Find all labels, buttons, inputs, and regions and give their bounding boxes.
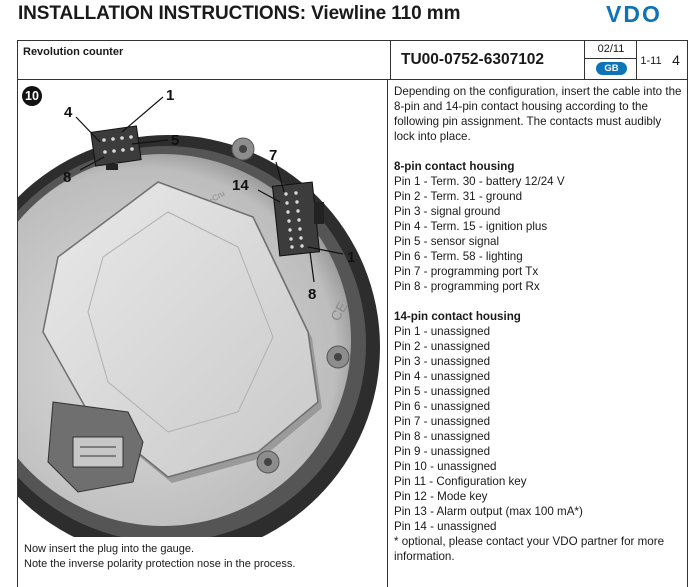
pin-item: Pin 11 - Configuration key: [394, 475, 527, 488]
pin-item: Pin 2 - unassigned: [394, 340, 491, 353]
socket-8-pin: [90, 125, 142, 170]
doc-number: TU00-0752-6307102: [401, 51, 545, 68]
pin-item: Pin 10 - unassigned: [394, 460, 497, 473]
callout-14pin-14: 14: [232, 177, 249, 194]
revision-date: 02/11: [597, 43, 625, 55]
date-divider: [585, 58, 637, 59]
pin-item: Pin 6 - unassigned: [394, 400, 491, 413]
caption-line-1: Now insert the plug into the gauge.: [24, 543, 195, 555]
pin-item: Pin 7 - unassigned: [394, 415, 491, 428]
vdo-logo: VDO: [606, 1, 662, 27]
product-name-cell: Revolution counter: [18, 41, 391, 79]
pin-item: Pin 5 - unassigned: [394, 385, 491, 398]
pin-item: Pin 4 - Term. 15 - ignition plus: [394, 220, 548, 233]
pin-item: Pin 13 - Alarm output (max 100 mA*): [394, 505, 583, 518]
gauge-rear-illustration: 1 4 5 8 7 14 1 8 +Cru CE: [18, 87, 380, 537]
callout-8pin-4: 4: [64, 104, 73, 121]
page-number-cell: 4: [665, 41, 687, 79]
socket-14-pin: [271, 181, 324, 257]
callout-8pin-8: 8: [63, 169, 71, 186]
pin-item: Pin 14 - unassigned: [394, 520, 497, 533]
page-number: 4: [672, 52, 680, 68]
pin-item: Pin 1 - unassigned: [394, 325, 491, 338]
callout-14pin-1: 1: [347, 249, 355, 266]
pin-item: Pin 2 - Term. 31 - ground: [394, 190, 523, 203]
footnote: * optional, please contact your VDO part…: [394, 535, 665, 563]
pin-item: Pin 9 - unassigned: [394, 445, 491, 458]
pin-item: Pin 6 - Term. 58 - lighting: [394, 250, 523, 263]
column-divider: [387, 80, 388, 587]
document-title: INSTALLATION INSTRUCTIONS: Viewline 110 …: [18, 3, 461, 24]
pin-assignment-column: Depending on the configuration, insert t…: [394, 84, 684, 564]
callout-14pin-7: 7: [269, 147, 277, 164]
pins8-list: Pin 1 - Term. 30 - battery 12/24 V Pin 2 …: [394, 174, 684, 294]
pin-item: Pin 3 - signal ground: [394, 205, 501, 218]
hexagonal-cover-plate: [42, 181, 319, 478]
caption-line-2: Note the inverse polarity protection nos…: [24, 558, 296, 570]
pin-item: Pin 4 - unassigned: [394, 370, 491, 383]
pin-item: Pin 5 - sensor signal: [394, 235, 500, 248]
product-name: Revolution counter: [23, 46, 124, 58]
page-range: 1-11: [640, 55, 662, 67]
pin-item: Pin 8 - unassigned: [394, 430, 491, 443]
pins8-heading: 8-pin contact housing: [394, 160, 515, 173]
pin-item: Pin 8 - programming port Rx: [394, 280, 540, 293]
intro-paragraph: Depending on the configuration, insert t…: [394, 85, 682, 143]
document-header-table: Revolution counter TU00-0752-6307102 02/…: [17, 40, 688, 80]
step-number-badge: 10: [22, 86, 42, 106]
date-cell: 02/11 GB: [585, 41, 637, 79]
pins14-heading: 14-pin contact housing: [394, 310, 521, 323]
callout-14pin-8: 8: [308, 286, 316, 303]
pin-item: Pin 1 - Term. 30 - battery 12/24 V: [394, 175, 565, 188]
pin-item: Pin 7 - programming port Tx: [394, 265, 539, 278]
pin-item: Pin 3 - unassigned: [394, 355, 491, 368]
page-range-cell: 1-11: [637, 41, 665, 79]
callout-8pin-5: 5: [171, 132, 179, 149]
doc-number-cell: TU00-0752-6307102: [391, 41, 585, 79]
language-badge: GB: [596, 62, 627, 75]
pin-item: Pin 12 - Mode key: [394, 490, 488, 503]
callout-8pin-1: 1: [166, 87, 174, 104]
